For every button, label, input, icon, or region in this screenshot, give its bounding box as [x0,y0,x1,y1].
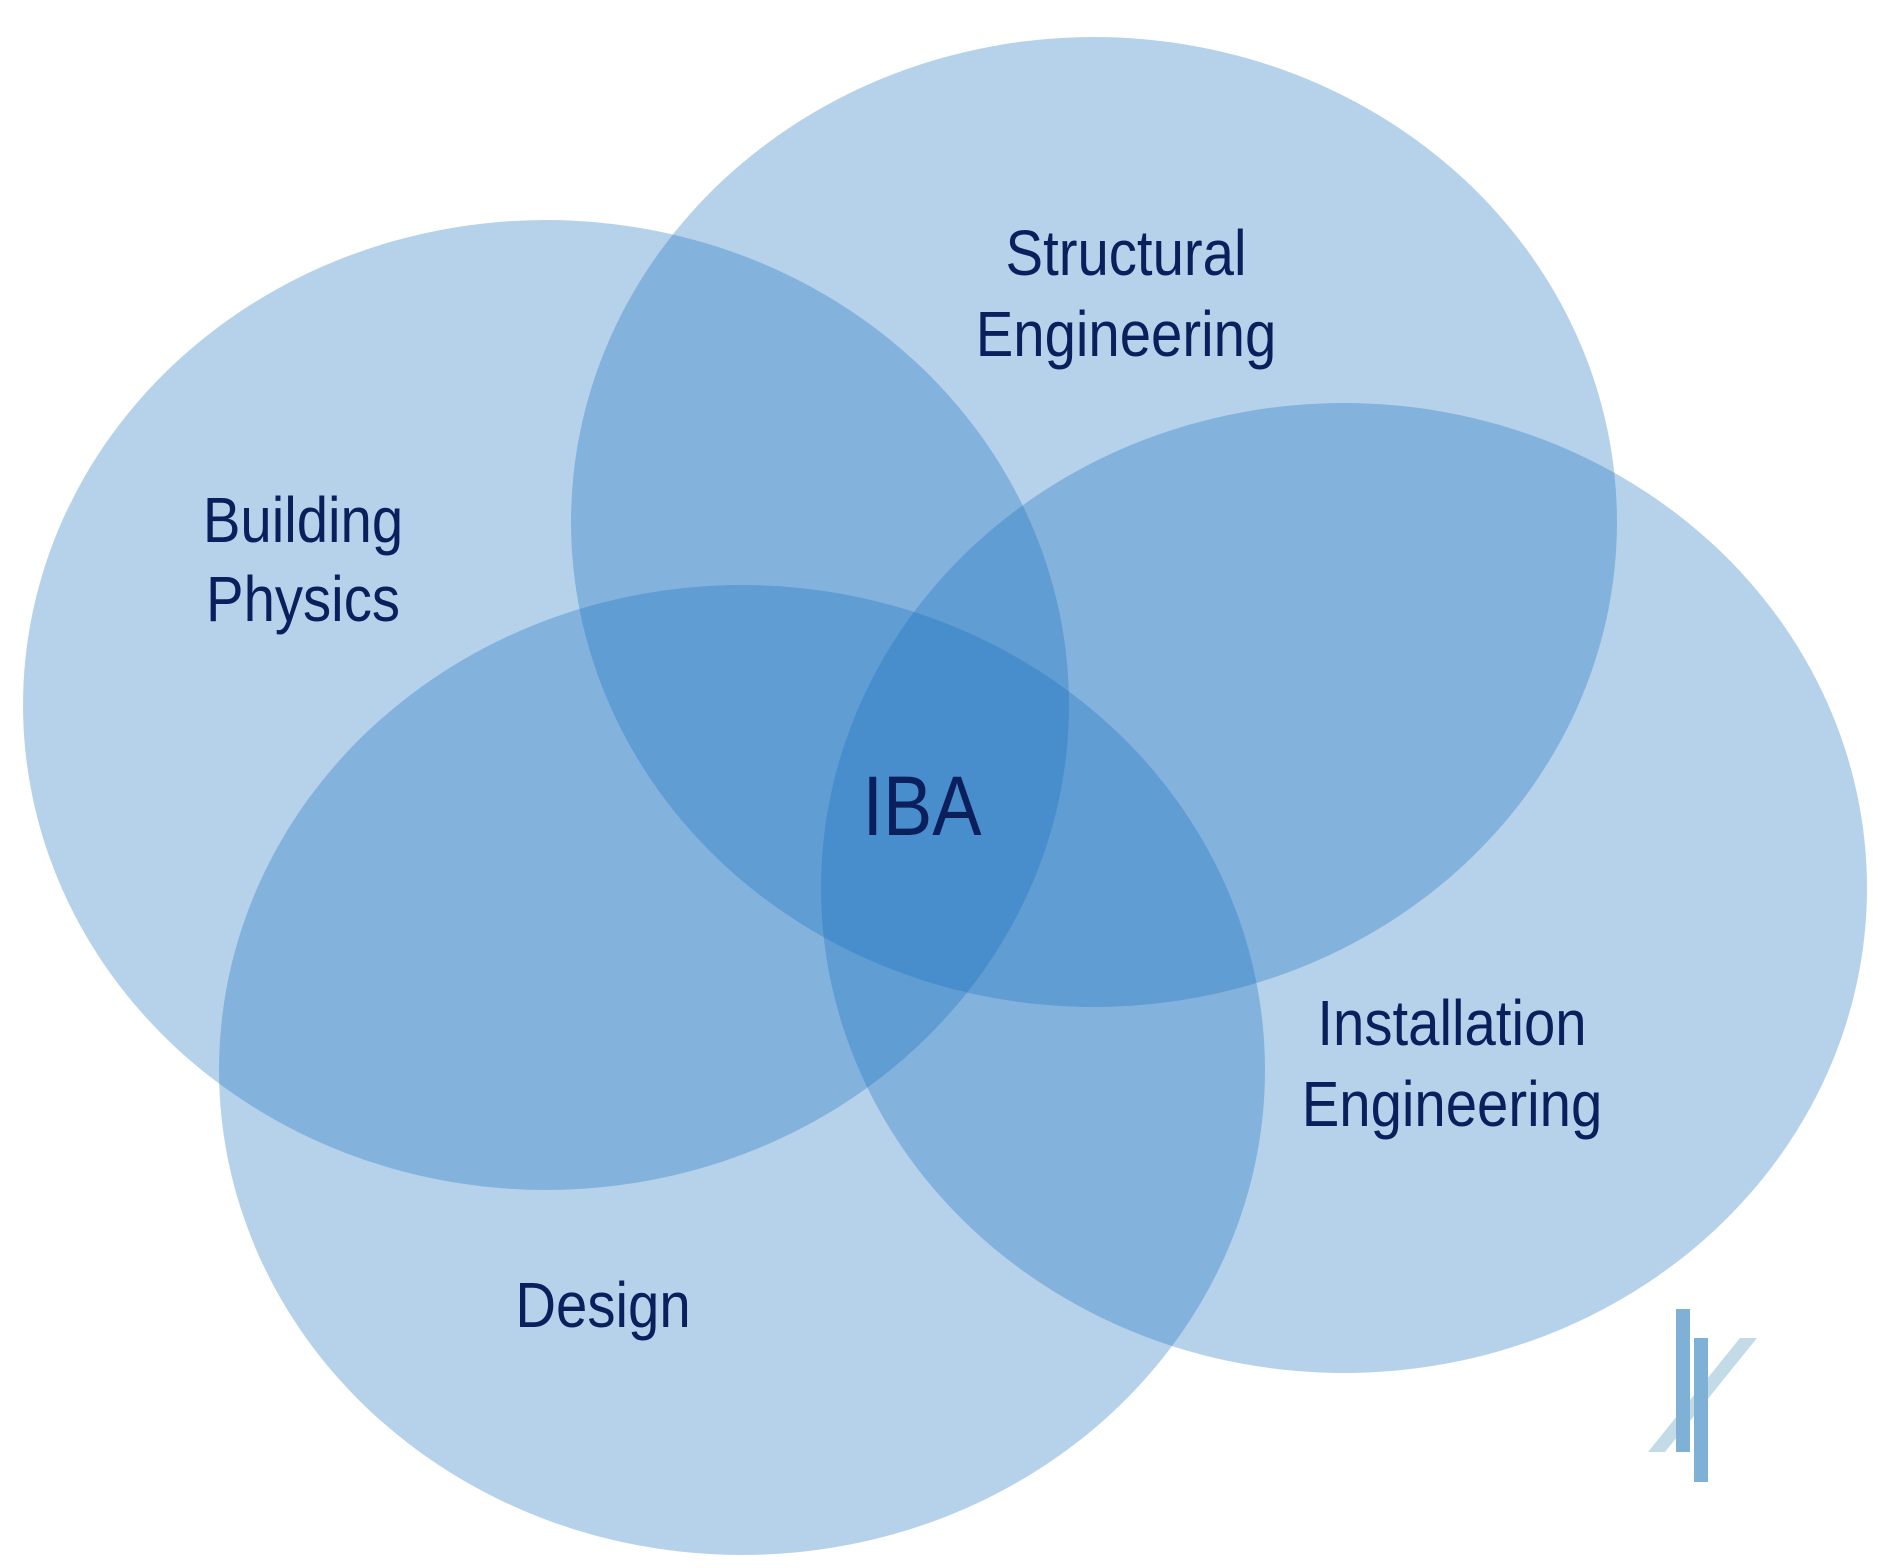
building-physics-ellipse [23,220,1069,1190]
center-label: IBA [862,759,981,853]
building-physics-label-line1: Building [203,484,403,556]
design-ellipse [219,585,1265,1555]
building-physics-label-line2: Physics [206,563,400,635]
installation-label-line1: Installation [1317,987,1586,1059]
structural-label-line2: Engineering [976,298,1277,370]
logo-icon [1648,1309,1757,1482]
structural-label-line1: Structural [1006,217,1247,289]
structural-engineering-ellipse [571,37,1617,1007]
installation-label-line2: Engineering [1302,1068,1603,1140]
design-label: Design [515,1269,690,1341]
installation-engineering-ellipse [821,403,1867,1373]
